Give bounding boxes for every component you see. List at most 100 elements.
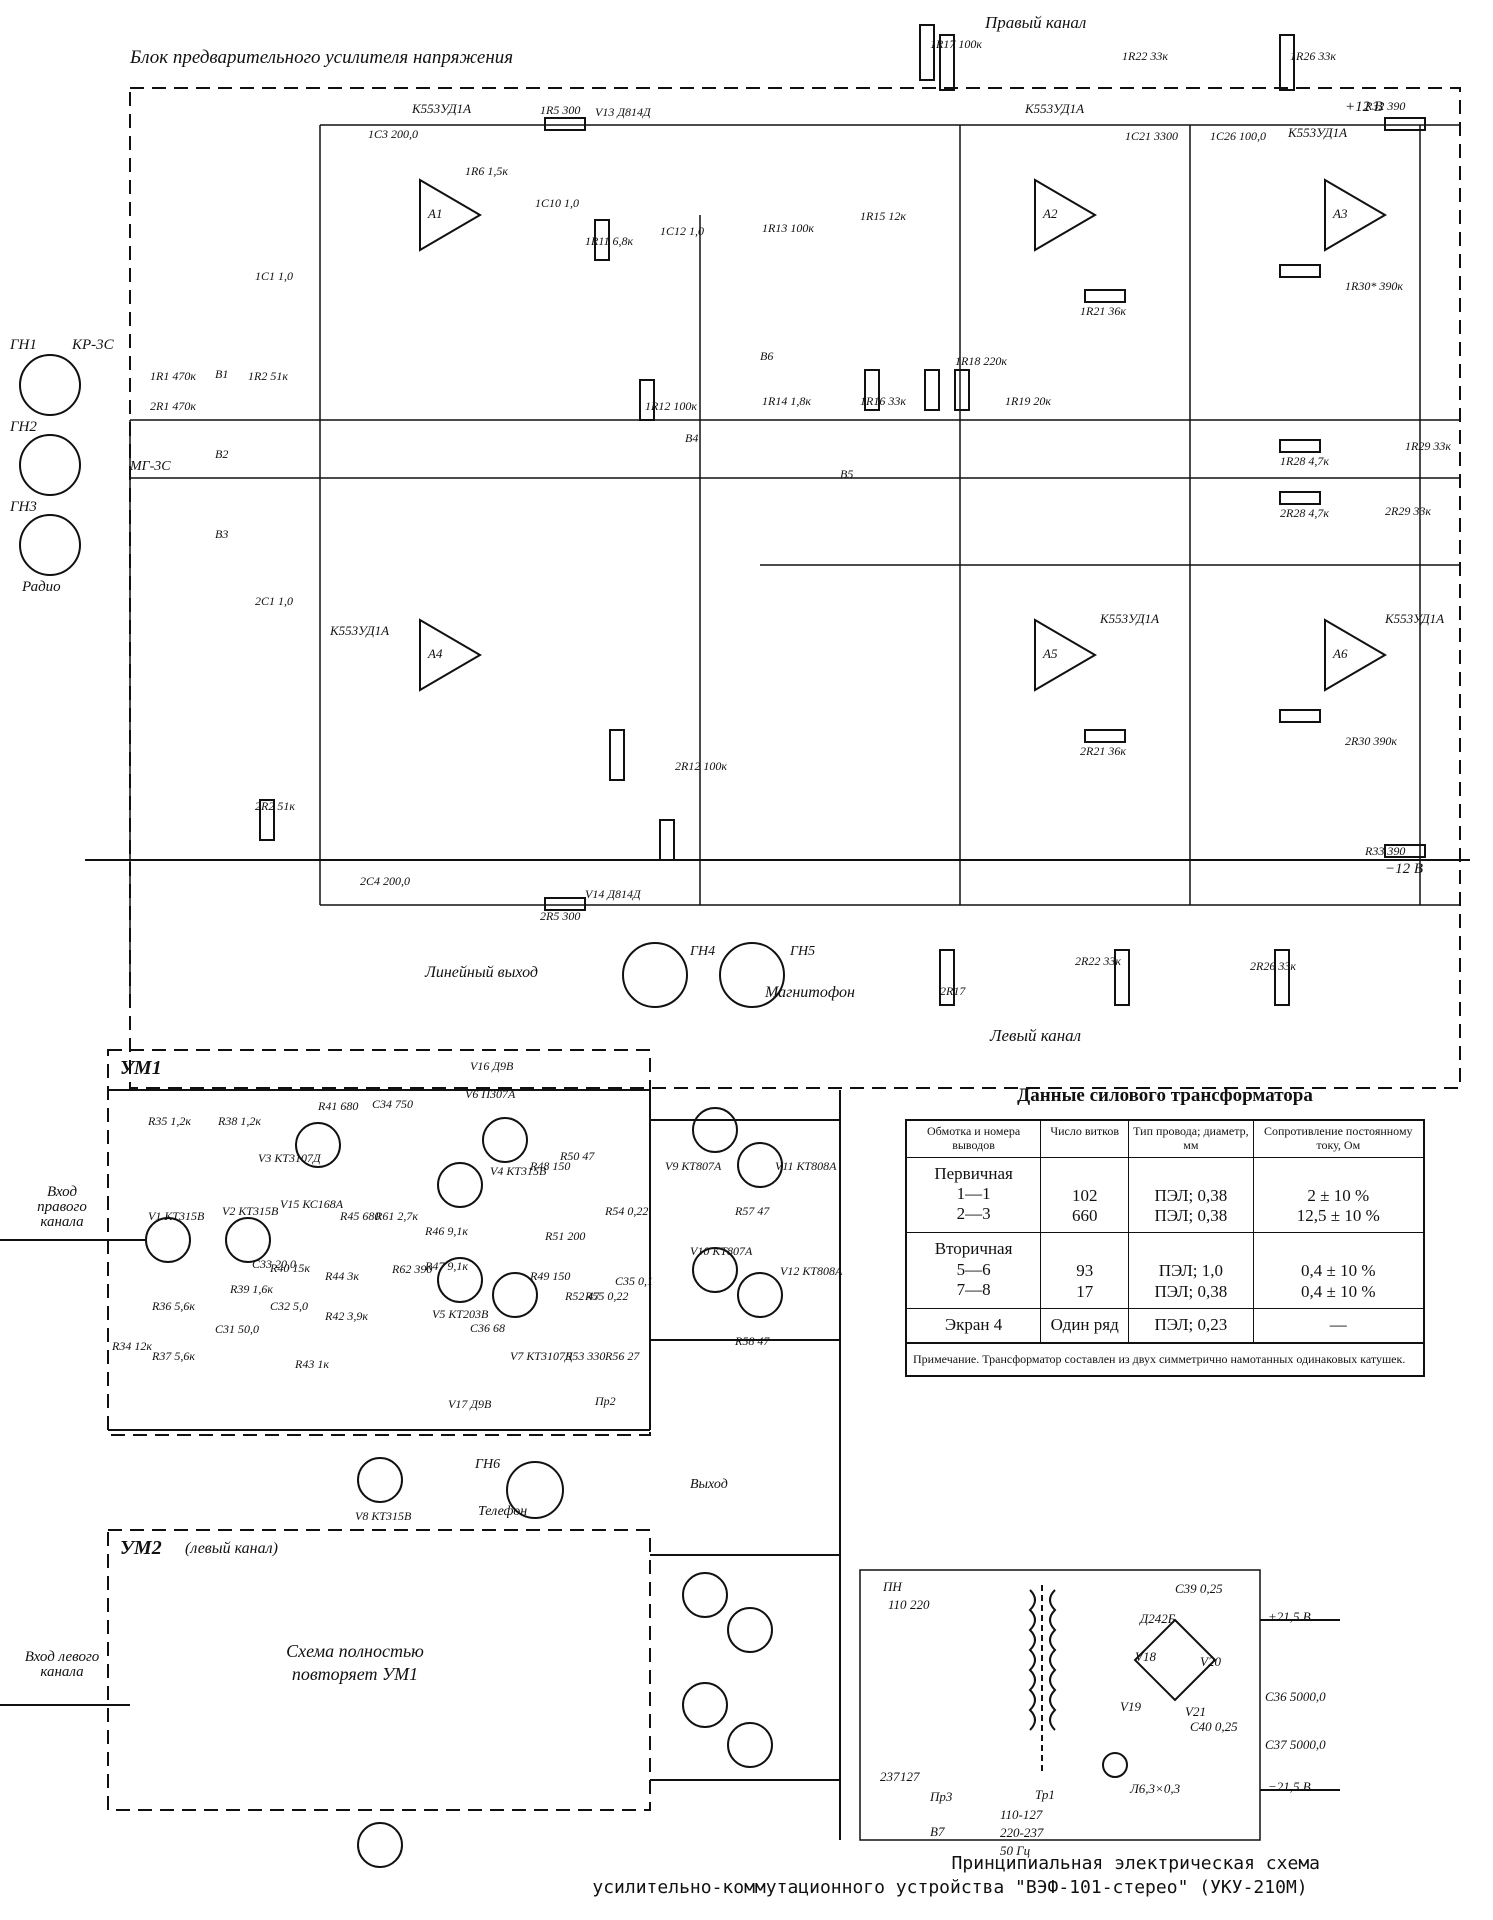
- um2-title: УМ2: [120, 1537, 162, 1559]
- component-label: 1R12 100к: [645, 399, 697, 413]
- opamp-a6: [1324, 618, 1387, 692]
- component-label: 1R17 100к: [930, 37, 982, 51]
- radio-label: Радио: [22, 579, 61, 595]
- table-cell: ПЭЛ; 0,38: [1154, 1281, 1228, 1301]
- table-cell: —: [1329, 1315, 1347, 1335]
- component-label: R58 47: [735, 1334, 770, 1348]
- component-label: В3: [215, 527, 229, 541]
- gn5-label: ГН5: [790, 944, 816, 959]
- caption-line-1: Принципиальная электрическая схема: [951, 1853, 1320, 1874]
- vyhod-label: Выход: [690, 1477, 728, 1492]
- component-label: R51 200: [545, 1229, 586, 1243]
- opamp-a4-type: К553УД1А: [330, 623, 390, 638]
- transformer-data-table: Данные силового трансформатора Обмотка и…: [905, 1085, 1425, 1378]
- opamp-a2: [1034, 178, 1097, 252]
- component-label: R50 47: [560, 1149, 595, 1163]
- opamp-a6-id: A6: [1333, 646, 1348, 661]
- component-label: Д242Б: [1140, 1611, 1176, 1626]
- component-label: R33 390: [1365, 844, 1406, 858]
- table-cell: 0,4 ± 10 %: [1301, 1281, 1376, 1301]
- component-label: V3 КТ3107Д: [258, 1151, 321, 1165]
- um1-input-label: Вход правого канала: [37, 1184, 87, 1230]
- component-label: R62 390: [392, 1262, 433, 1276]
- component-label: C33 20,0: [252, 1257, 297, 1271]
- component-label: 1R14 1,8к: [762, 394, 811, 408]
- right-channel-label: Правый канал: [985, 13, 1087, 32]
- component-label: 50 Гц: [1000, 1843, 1031, 1858]
- table-cell: ПЭЛ; 0,38: [1154, 1205, 1228, 1225]
- col-header-resistance: Сопротивление постоянному току, Ом: [1252, 1119, 1425, 1158]
- table-cell-group: Экран 4: [905, 1308, 1042, 1343]
- component-label: C34 750: [372, 1097, 414, 1111]
- component-label: 2R21 36к: [1080, 744, 1126, 758]
- um2-frame: [107, 1529, 651, 1811]
- component-label: V18: [1135, 1649, 1156, 1664]
- col-header-turns: Число витков: [1040, 1119, 1130, 1158]
- component-label: 1R6 1,5к: [465, 164, 508, 178]
- um2-subtitle: (левый канал): [185, 1540, 278, 1557]
- component-label: 1C26 100,0: [1210, 129, 1267, 143]
- component-label: R44 3к: [325, 1269, 359, 1283]
- component-label: 1R26 33к: [1290, 49, 1336, 63]
- component-label: 1C21 3300: [1125, 129, 1179, 143]
- component-label: 2C4 200,0: [360, 874, 411, 888]
- component-label: R49 150: [530, 1269, 571, 1283]
- component-label: R52 47: [565, 1289, 600, 1303]
- component-label: В2: [215, 447, 229, 461]
- component-label: 127: [900, 1769, 920, 1784]
- component-label: C35 0,1: [615, 1274, 654, 1288]
- component-label: R48 150: [530, 1159, 571, 1173]
- table-cell-group: 0,4 ± 10 %0,4 ± 10 %: [1252, 1232, 1425, 1309]
- component-label: R41 680: [318, 1099, 359, 1113]
- component-label: С39 0,25: [1175, 1581, 1223, 1596]
- component-label: 1R28 4,7к: [1280, 454, 1329, 468]
- opamp-a1-id: A1: [428, 206, 443, 221]
- table-cell-group: 2 ± 10 %12,5 ± 10 %: [1252, 1156, 1425, 1233]
- component-label: В5: [840, 467, 854, 481]
- table-cell: ПЭЛ; 0,23: [1154, 1315, 1228, 1335]
- opamp-a2-type: К553УД1А: [1025, 101, 1085, 116]
- component-label: R46 9,1к: [425, 1224, 468, 1238]
- component-label: 1R30* 390к: [1345, 279, 1403, 293]
- component-label: 237: [880, 1769, 900, 1784]
- table-cell: ПЭЛ; 1,0: [1158, 1261, 1223, 1281]
- component-label: V13 Д814Д: [595, 105, 651, 119]
- table-row: Экран 4 Один ряд ПЭЛ; 0,23 —: [905, 1308, 1425, 1343]
- transformer-table: Обмотка и номера выводов Число витков Ти…: [905, 1119, 1425, 1344]
- component-label: 1R2 51к: [248, 369, 288, 383]
- component-label: 1R11 6,8к: [585, 234, 634, 248]
- table-cell: 5—6: [956, 1259, 991, 1279]
- winding-group-name: Первичная: [934, 1163, 1013, 1183]
- opamp-a4: [419, 618, 482, 692]
- component-label: R34 12к: [112, 1339, 152, 1353]
- table-cell-group: ПЭЛ; 0,23: [1128, 1308, 1254, 1343]
- component-label: 2R28 4,7к: [1280, 506, 1329, 520]
- preamp-frame: [129, 87, 1461, 1089]
- component-label: В6: [760, 349, 774, 363]
- component-label: V2 КТ315В: [222, 1204, 279, 1218]
- component-label: 110-127: [1000, 1807, 1043, 1822]
- opamp-a1: [419, 178, 482, 252]
- opamp-a3-type: К553УД1А: [1288, 125, 1348, 140]
- component-label: С36 5000,0: [1265, 1689, 1326, 1704]
- table-cell: Один ряд: [1050, 1315, 1119, 1335]
- gn1-label: ГН1: [10, 337, 37, 353]
- component-label: 2R26 33к: [1250, 959, 1296, 973]
- component-label: R35 1,2к: [148, 1114, 191, 1128]
- component-label: R32 390: [1365, 99, 1406, 113]
- table-cell-group: —: [1252, 1308, 1425, 1343]
- table-cell: ПЭЛ; 0,38: [1154, 1185, 1228, 1205]
- component-label: 1R16 33к: [860, 394, 906, 408]
- opamp-a3-id: A3: [1333, 206, 1348, 221]
- table-cell: 2—3: [956, 1204, 991, 1224]
- opamp-a6-type: К553УД1А: [1385, 611, 1445, 626]
- table-cell: 17: [1076, 1281, 1094, 1301]
- component-label: −21,5 В: [1268, 1779, 1311, 1794]
- component-label: 1R1 470к: [150, 369, 196, 383]
- phones-label: Телефон: [478, 1504, 528, 1519]
